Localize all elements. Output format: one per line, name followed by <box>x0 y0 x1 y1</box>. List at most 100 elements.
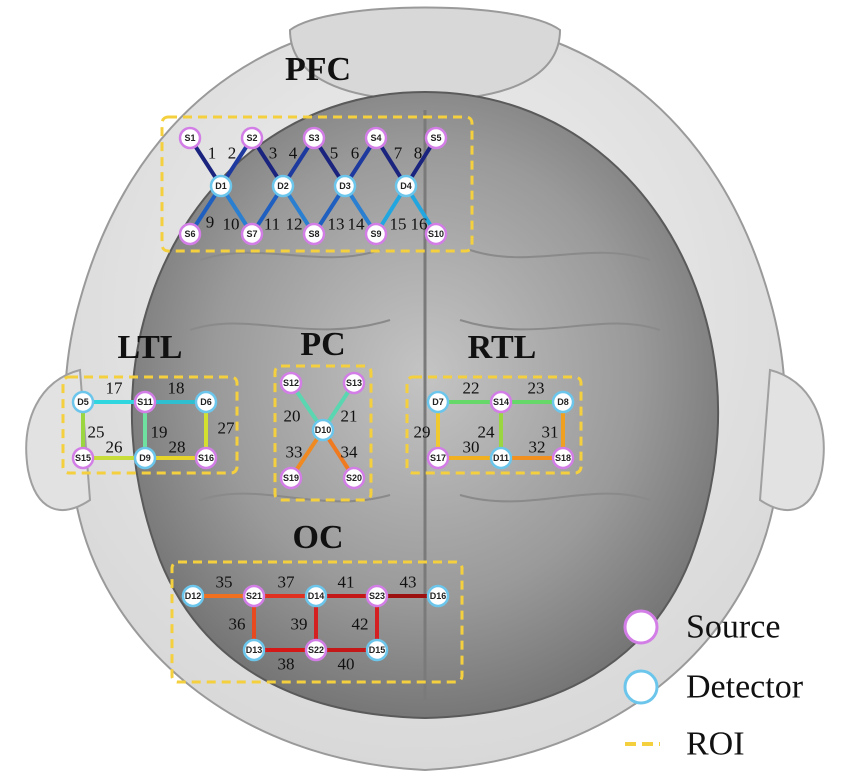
detector-optode-d13: D13 <box>242 638 266 662</box>
source-marker <box>342 371 366 395</box>
optode-label: D6 <box>200 397 212 407</box>
detector-optode-d4: D4 <box>394 174 418 198</box>
legend-roi-label: ROI <box>686 726 745 763</box>
channel-label-6: 6 <box>351 144 360 163</box>
channel-label-39: 39 <box>291 615 308 634</box>
detector-optode-d6: D6 <box>194 390 218 414</box>
optode-label: D12 <box>185 591 202 601</box>
source-optode-s6: S6 <box>178 222 202 246</box>
channel-label-14: 14 <box>348 215 366 234</box>
source-marker <box>279 466 303 490</box>
detector-marker <box>242 638 266 662</box>
roi-box-ltl <box>61 375 239 475</box>
channel-label-28: 28 <box>169 438 186 457</box>
optode-label: S8 <box>308 229 319 239</box>
channel-label-25: 25 <box>88 423 105 442</box>
roi-box-rtl <box>405 375 583 475</box>
source-marker <box>302 126 326 150</box>
channel-label-27: 27 <box>218 419 236 438</box>
optode-label: S7 <box>246 229 257 239</box>
right-ear <box>758 368 825 511</box>
optode-label: S4 <box>370 133 381 143</box>
roi-boxes <box>61 115 583 684</box>
channel-label-11: 11 <box>264 215 280 234</box>
detector-marker <box>394 174 418 198</box>
source-marker <box>178 126 202 150</box>
optode-label: S15 <box>75 453 91 463</box>
channel-label-8: 8 <box>414 144 423 163</box>
optode-label: S12 <box>283 378 299 388</box>
detector-marker <box>311 418 335 442</box>
detector-marker <box>209 174 233 198</box>
detector-optode-d10: D10 <box>311 418 335 442</box>
detector-optode-d8: D8 <box>551 390 575 414</box>
legend: Source Detector ROI <box>623 609 804 763</box>
channel-label-41: 41 <box>338 573 355 592</box>
region-label-rtl: RTL <box>468 329 537 366</box>
channel-label-40: 40 <box>338 655 355 674</box>
source-marker <box>302 222 326 246</box>
channel-label-22: 22 <box>463 379 480 398</box>
optode-label: S19 <box>283 473 299 483</box>
source-optode-s14: S14 <box>489 390 513 414</box>
channel-label-36: 36 <box>229 615 246 634</box>
detector-marker <box>133 446 157 470</box>
detector-marker <box>426 390 450 414</box>
optode-label: D7 <box>432 397 444 407</box>
legend-source-marker <box>623 609 659 645</box>
legend-detector-label: Detector <box>686 669 804 706</box>
source-marker <box>304 638 328 662</box>
optode-label: S14 <box>493 397 509 407</box>
detector-marker <box>71 390 95 414</box>
channel-label-3: 3 <box>269 144 278 163</box>
optode-label: D13 <box>246 645 263 655</box>
optode-label: D9 <box>139 453 151 463</box>
source-optode-s19: S19 <box>279 466 303 490</box>
channel-label-34: 34 <box>341 443 359 462</box>
channel-label-5: 5 <box>330 144 339 163</box>
detector-optode-d12: D12 <box>181 584 205 608</box>
optode-label: S21 <box>246 591 262 601</box>
channel-label-19: 19 <box>151 423 168 442</box>
region-label-oc: OC <box>293 519 344 556</box>
detector-marker <box>333 174 357 198</box>
optode-label: S18 <box>555 453 571 463</box>
detector-optode-d11: D11 <box>489 446 513 470</box>
source-optode-s1: S1 <box>178 126 202 150</box>
source-optode-s20: S20 <box>342 466 366 490</box>
channel-label-7: 7 <box>394 144 403 163</box>
detector-optode-d9: D9 <box>133 446 157 470</box>
source-marker <box>424 126 448 150</box>
channel-label-21: 21 <box>341 407 358 426</box>
nose <box>288 6 562 102</box>
source-marker <box>489 390 513 414</box>
optode-label: S23 <box>369 591 385 601</box>
region-label-pfc: PFC <box>285 51 351 88</box>
channel-label-42: 42 <box>352 615 369 634</box>
channel-label-33: 33 <box>286 443 303 462</box>
detector-optode-d1: D1 <box>209 174 233 198</box>
optode-label: S6 <box>184 229 195 239</box>
brain <box>130 90 720 720</box>
optode-label: D10 <box>315 425 332 435</box>
optode-label: D2 <box>277 181 289 191</box>
source-optode-s8: S8 <box>302 222 326 246</box>
roi-box-oc <box>170 560 464 684</box>
source-optode-s12: S12 <box>279 371 303 395</box>
detector-optode-d3: D3 <box>333 174 357 198</box>
optode-label: S3 <box>308 133 319 143</box>
optode-label: D3 <box>339 181 351 191</box>
optode-label: S1 <box>184 133 195 143</box>
source-marker <box>364 222 388 246</box>
optode-label: S9 <box>370 229 381 239</box>
channel-label-32: 32 <box>529 438 546 457</box>
source-marker <box>551 446 575 470</box>
detector-optode-d16: D16 <box>426 584 450 608</box>
channel-label-31: 31 <box>542 423 559 442</box>
left-ear <box>25 368 92 511</box>
channel-label-23: 23 <box>528 379 545 398</box>
source-optode-s4: S4 <box>364 126 388 150</box>
